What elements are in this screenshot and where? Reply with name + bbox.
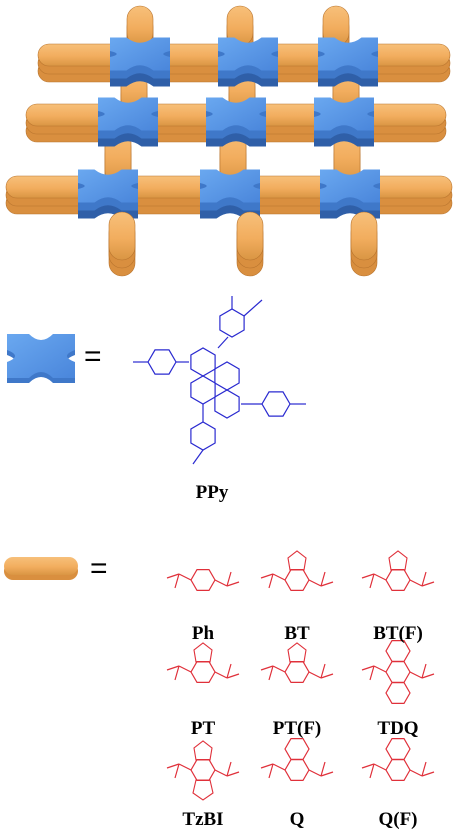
linker-molecule-q (260, 737, 334, 782)
ppy-label: PPy (196, 482, 229, 503)
linker-label-tzbi: TzBI (182, 809, 223, 830)
linker-molecule-tdq (361, 639, 435, 705)
node-legend: = PPy (7, 296, 306, 503)
linker-label-pt: PT (191, 718, 216, 739)
linker-rod (361, 43, 451, 83)
linker-rod (350, 211, 378, 277)
pyrene-node (318, 37, 378, 87)
ppy-molecule-structure (133, 296, 306, 465)
linker-equals-sign: = (90, 552, 108, 585)
linker-rod (25, 103, 115, 143)
pyrene-node (110, 37, 170, 87)
linker-label-bt: BT (284, 623, 310, 644)
linker-label-btf: BT(F) (373, 623, 423, 644)
pyrene-node (200, 169, 260, 219)
node-equals-sign: = (84, 340, 102, 373)
linker-label-ptf: PT(F) (273, 718, 322, 739)
pyrene-node (78, 169, 138, 219)
linker-rod (243, 175, 337, 215)
pyrene-node (314, 97, 374, 147)
pyrene-node (218, 37, 278, 87)
linker-molecule-pt (166, 642, 240, 684)
pyrene-node (206, 97, 266, 147)
linker-rod (121, 175, 217, 215)
linker-rod (37, 43, 127, 83)
linker-label-tdq: TDQ (377, 718, 418, 739)
linker-molecule-grid (166, 550, 435, 801)
linker-rod (357, 103, 447, 143)
linker-molecule-qf (361, 737, 435, 782)
linker-rod (363, 175, 453, 215)
pyrene-node (98, 97, 158, 147)
linker-molecule-btf (361, 550, 435, 592)
pyrene-node-icon (7, 334, 75, 383)
framework-illustration (5, 5, 453, 277)
linker-legend: = (4, 550, 435, 801)
linker-rod (5, 175, 95, 215)
linker-molecule-ph (166, 568, 240, 592)
pyrene-node (320, 169, 380, 219)
linker-molecule-tzbi (166, 740, 240, 801)
linker-rod (141, 103, 223, 143)
linker-molecule-bt (260, 550, 334, 592)
linker-rod (108, 211, 136, 277)
linker-label-q: Q (290, 809, 305, 830)
linker-label-ph: Ph (192, 623, 215, 644)
linker-label-qf: Q(F) (378, 809, 417, 830)
linker-rod-icon (4, 557, 78, 580)
linker-rod (249, 103, 331, 143)
linker-rod (236, 211, 264, 277)
linker-molecule-ptf (260, 642, 334, 684)
